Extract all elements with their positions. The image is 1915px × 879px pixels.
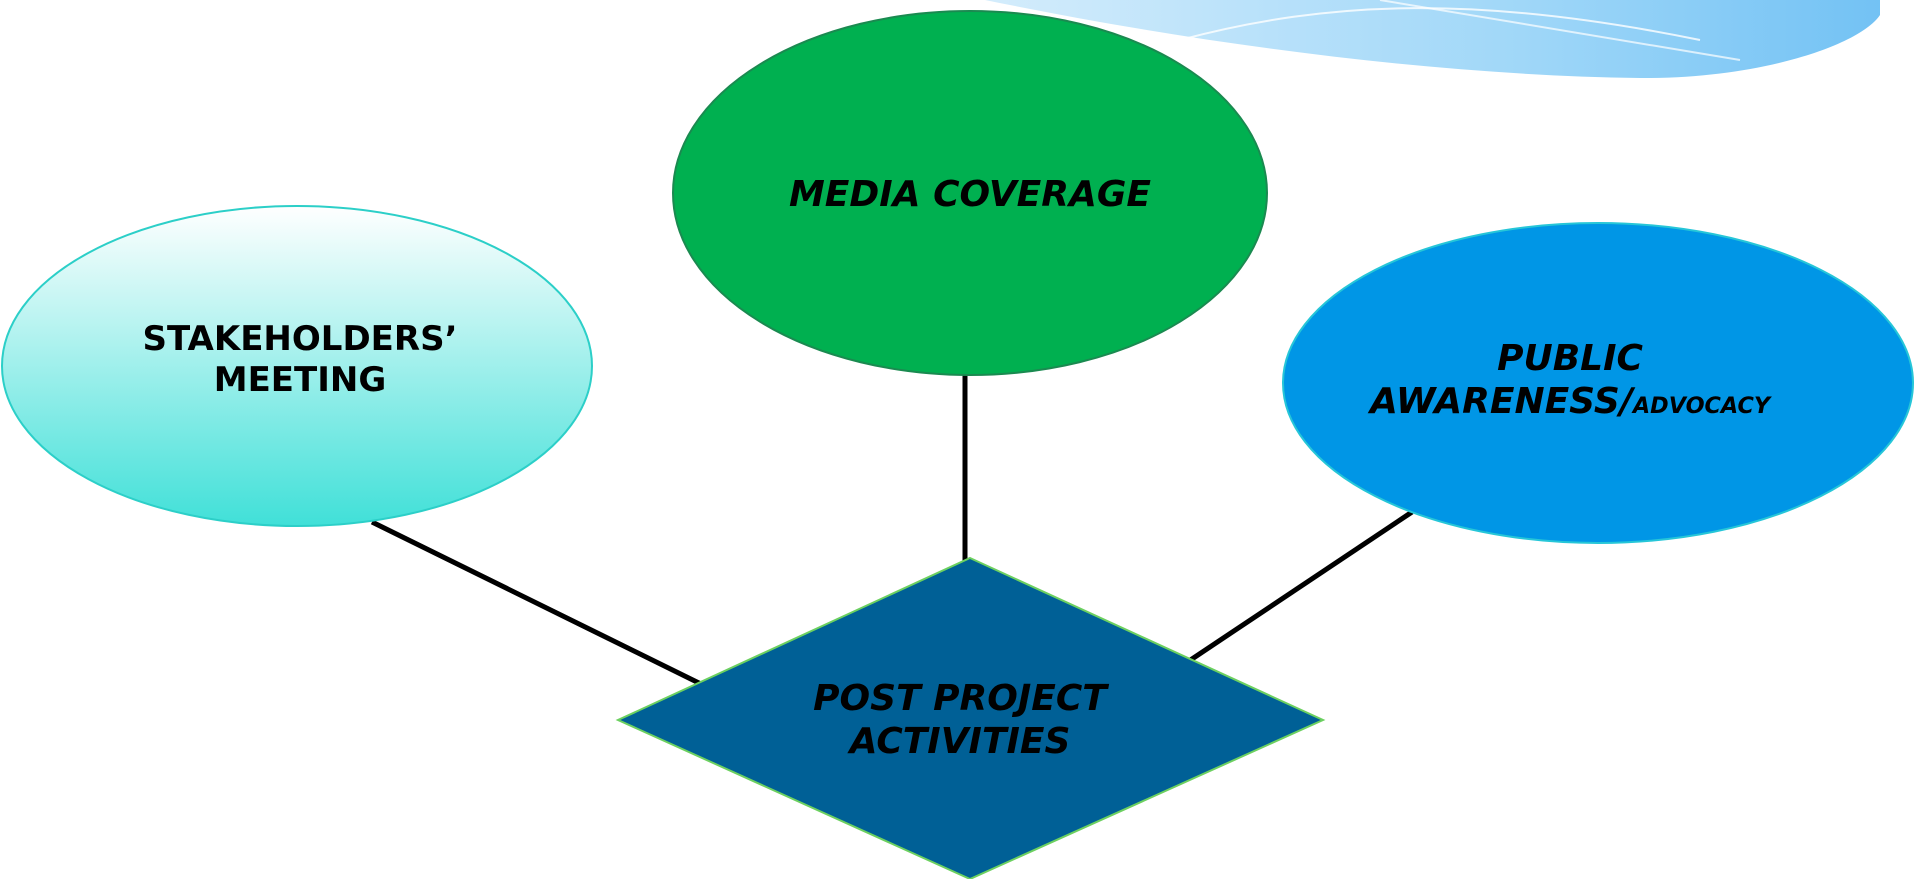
connector-public (1172, 509, 1414, 674)
post-line2: ACTIVITIES (849, 721, 1071, 762)
public-line2-tail: ADVOCACY (1632, 393, 1771, 419)
post-label: POST PROJECT ACTIVITIES (760, 660, 1160, 780)
decorative-swoosh (985, 0, 1880, 79)
public-label: PUBLIC AWARENESS/ADVOCACY (1300, 320, 1840, 440)
media-label: MEDIA COVERAGE (700, 160, 1240, 230)
stakeholders-line1: STAKEHOLDERS’ (142, 319, 458, 360)
swoosh-band (985, 0, 1880, 79)
swoosh-highlight (1179, 7, 1701, 41)
public-ellipse (1282, 222, 1914, 544)
public-line2: AWARENESS/ADVOCACY (1370, 380, 1770, 423)
swoosh-highlight-2 (1379, 0, 1741, 61)
stakeholders-label: STAKEHOLDERS’ MEETING (60, 300, 540, 420)
public-line2-main: AWARENESS/ (1369, 381, 1633, 422)
stakeholders-ellipse (1, 205, 593, 527)
connector-stakeholders (370, 519, 707, 689)
stakeholders-line2: MEETING (213, 360, 387, 400)
media-ellipse (672, 10, 1268, 376)
public-line1: PUBLIC (1497, 337, 1643, 379)
media-text: MEDIA COVERAGE (788, 174, 1151, 216)
post-diamond (615, 556, 1326, 879)
post-line1: POST PROJECT (813, 677, 1107, 719)
